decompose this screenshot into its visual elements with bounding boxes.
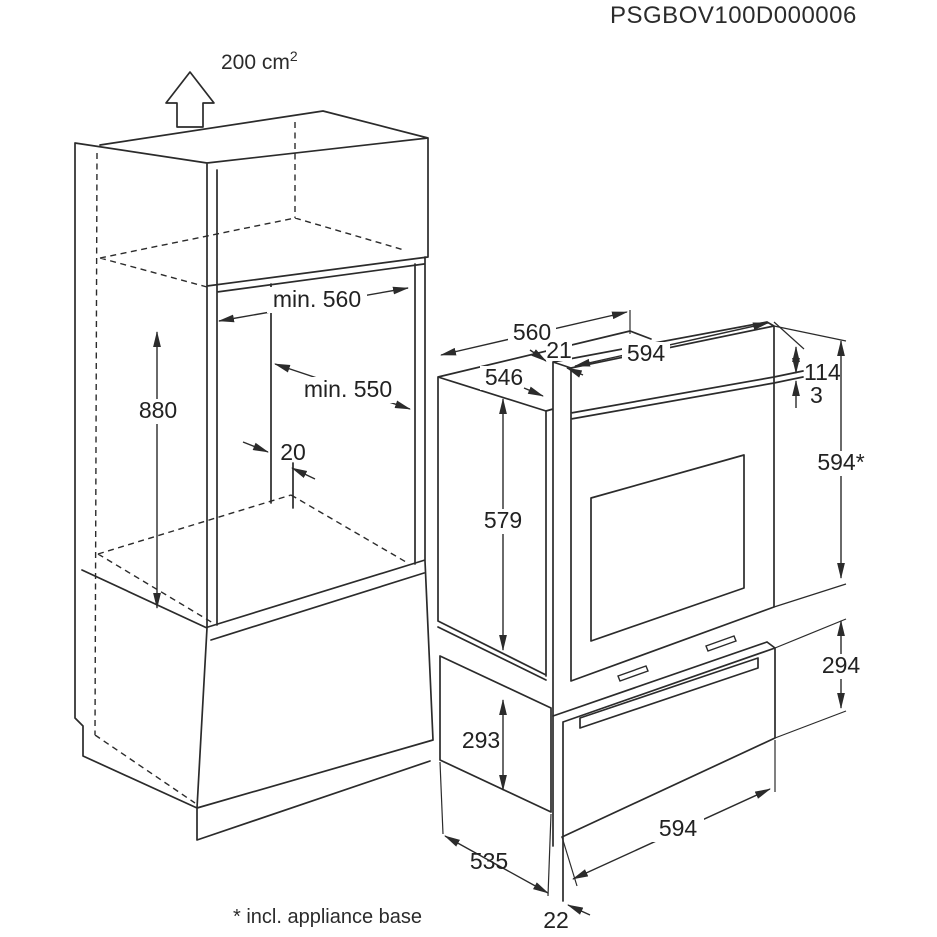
dim-oven-fascia-width-label: 594 [627, 340, 666, 366]
drawer-outline-path [439, 641, 776, 902]
dim-oven-body-height: 579 [480, 398, 526, 651]
cabinet-hidden-edges-path [94, 122, 407, 804]
dim-drawer-front-width: 594 [561, 740, 776, 887]
dim-oven-body-height-label: 579 [484, 507, 522, 533]
dim-drawer-front-height: 294 [774, 618, 865, 739]
dim-base-inset: 22 [543, 904, 591, 933]
vent-area-sup: 2 [289, 48, 298, 64]
model-number: PSGBOV100D000006 [610, 2, 857, 29]
dim-oven-fascia-width: 594 [574, 322, 769, 367]
footnote: * incl. appliance base [233, 906, 423, 928]
dim-niche-width-label: min. 560 [273, 286, 361, 312]
dim-drawer-body-height-label: 293 [462, 727, 500, 753]
vent-arrow-icon [165, 71, 215, 128]
dim-drawer-front-height-label: 294 [822, 652, 861, 678]
dim-niche-width: min. 560 [218, 286, 409, 323]
dim-oven-depth: 546 [480, 364, 544, 397]
dim-panel-height-label: 114 [804, 359, 841, 385]
dim-drawer-front-width-label: 594 [659, 815, 698, 841]
dim-drawer-body-height: 293 [462, 699, 507, 791]
vent-area-value: 200 cm [221, 51, 290, 74]
drawer-top-notches [617, 635, 737, 682]
dim-rear-gap: 20 [242, 439, 316, 480]
dim-oven-fascia-height-label: 594* [817, 449, 864, 475]
drawer-drawing: 294 293 594 535 [439, 618, 865, 933]
cabinet-outline-path [74, 110, 434, 841]
oven-door-window [590, 454, 745, 642]
dim-drawer-depth-label: 535 [470, 848, 508, 874]
drawer-handle-groove [579, 657, 759, 729]
dim-panel-gap: 3 [792, 380, 823, 408]
dim-oven-body-width: 560 [440, 310, 631, 356]
dim-panel-gap-label: 3 [810, 382, 823, 408]
dim-oven-body-width-label: 560 [513, 319, 551, 345]
dim-niche-depth-label: min. 550 [304, 376, 392, 402]
dim-oven-depth-label: 546 [485, 364, 523, 390]
dim-drawer-depth: 535 [439, 761, 552, 897]
dim-fascia-offset: 21 [529, 337, 584, 378]
dim-niche-depth: min. 550 [274, 363, 411, 410]
dim-fascia-offset-label: 21 [546, 337, 572, 363]
dim-rear-gap-label: 20 [280, 439, 306, 465]
vent-area-label: 200 cm2 [221, 48, 298, 75]
dim-niche-height-label: 880 [139, 397, 177, 423]
dim-base-inset-label: 22 [543, 907, 569, 933]
cabinet-drawing: 880 min. 560 min. 550 20 [74, 71, 434, 841]
oven-outline-path [437, 321, 804, 847]
dim-oven-fascia-height: 594* [773, 325, 868, 608]
oven-drawing: 560 21 594 546 [437, 310, 868, 847]
dim-niche-height: 880 [136, 331, 180, 609]
